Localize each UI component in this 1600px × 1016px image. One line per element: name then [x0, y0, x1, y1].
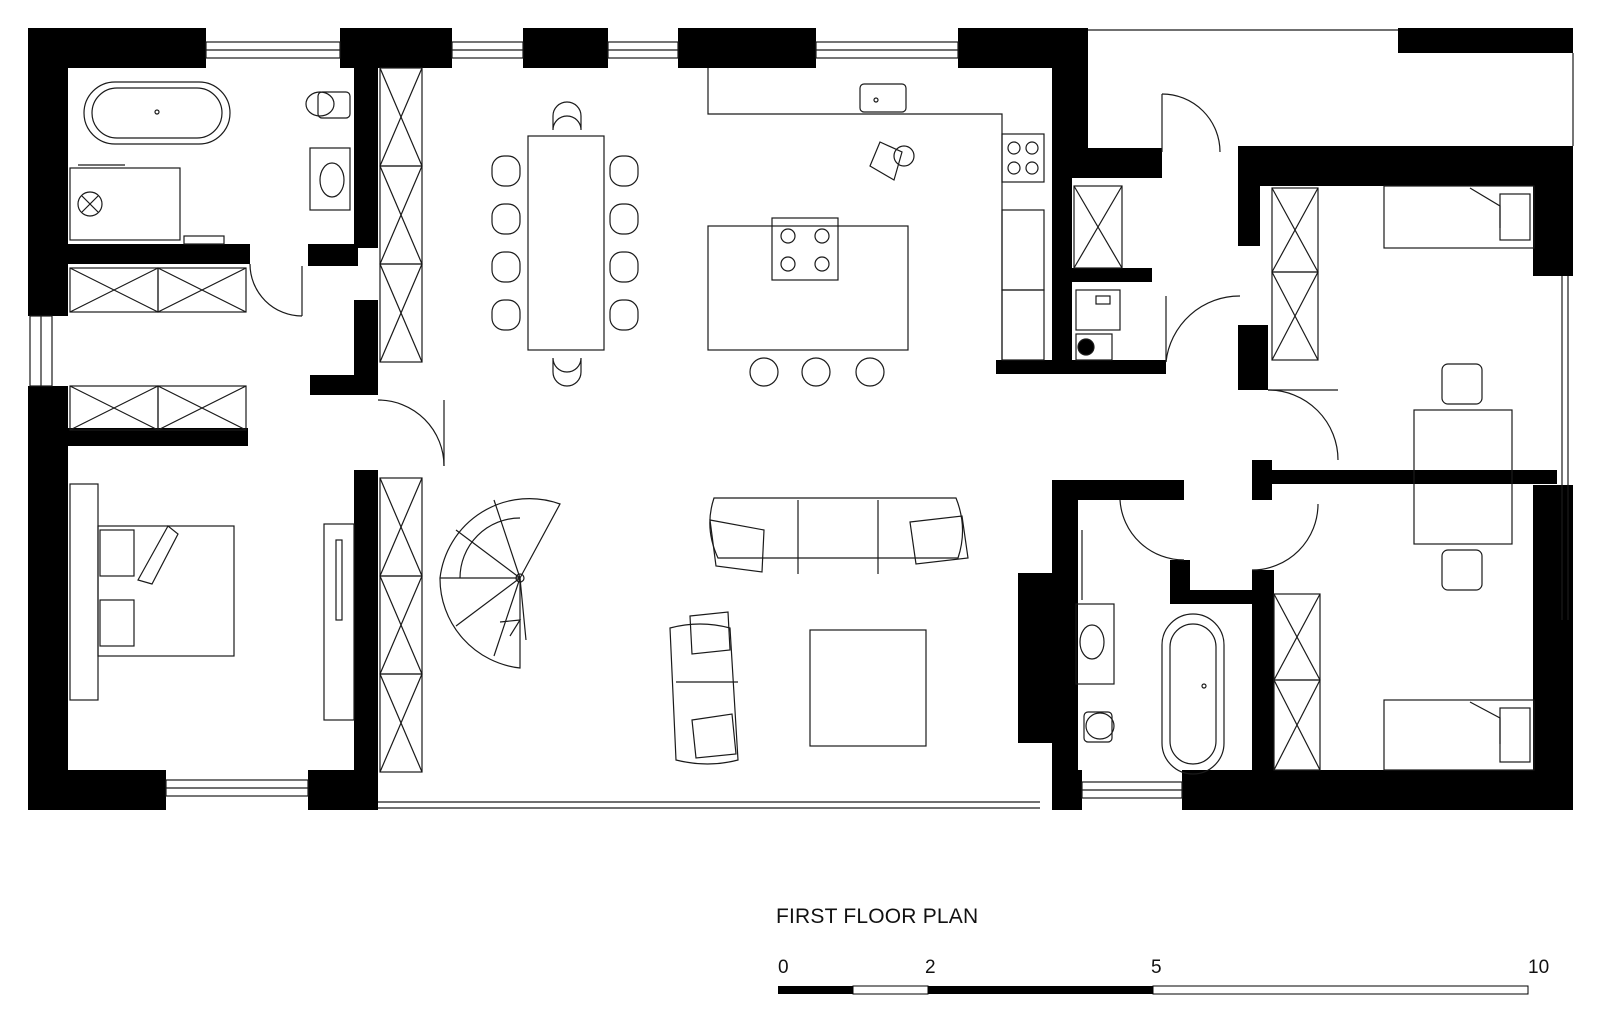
- scale-segment-1-2: [852, 985, 929, 995]
- scale-label-5: 5: [1151, 957, 1162, 978]
- scale-label-10: 10: [1528, 957, 1549, 978]
- scale-label-0: 0: [778, 957, 789, 978]
- scale-label-2: 2: [925, 957, 936, 978]
- scale-segment-2-5: [928, 986, 1153, 994]
- scale-segment-0-1: [778, 986, 853, 994]
- linework: [29, 29, 1574, 809]
- plan-title: FIRST FLOOR PLAN: [776, 905, 978, 928]
- scale-bar: 0 2 5 10: [778, 957, 1549, 995]
- scale-segment-5-10: [1152, 985, 1529, 995]
- walls: [28, 28, 1573, 810]
